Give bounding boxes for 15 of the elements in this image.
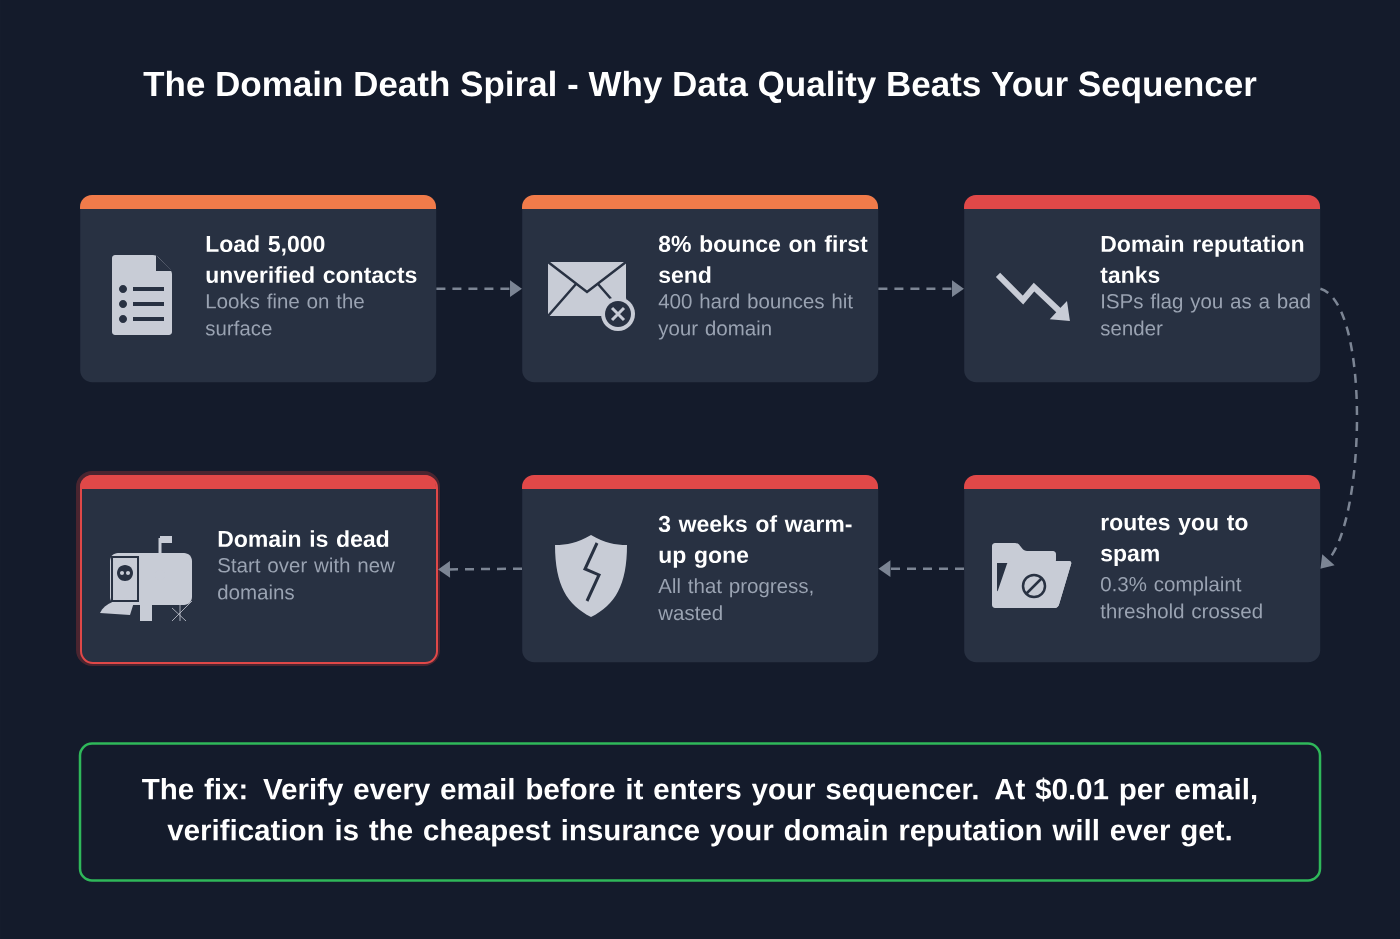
conclusion-box: The fix: Verify every email before it enters your sequencer. At $0.01 per email, verification is the cheapest insurance your domain reputation will ever get. [78, 742, 1322, 882]
step-title: 3 weeks of warm-up gone [658, 515, 852, 568]
title: The Domain Death Spiral - Why Data Quality Beats Your Sequencer [143, 70, 1257, 104]
step-title: routes you to spam [1101, 515, 1248, 566]
step-title: Domain is dead [218, 530, 389, 548]
arrow [1319, 287, 1359, 569]
step-description: Looks fine on the surface [205, 293, 364, 336]
step-title: 8% bounce on first send [658, 235, 868, 284]
step-description: All that progress, wasted [658, 578, 813, 621]
step-description: 0.3% complaint threshold crossed [1100, 576, 1262, 619]
step-description: Start over with new domains [218, 557, 395, 600]
step-description: ISPs flag you as a bad sender [1100, 293, 1310, 336]
step-title: Domain reputation tanks [1100, 235, 1304, 284]
step-title: Load 5,000 unverified contacts [206, 235, 417, 284]
step-description: 400 hard bounces hit your domain [658, 293, 853, 340]
